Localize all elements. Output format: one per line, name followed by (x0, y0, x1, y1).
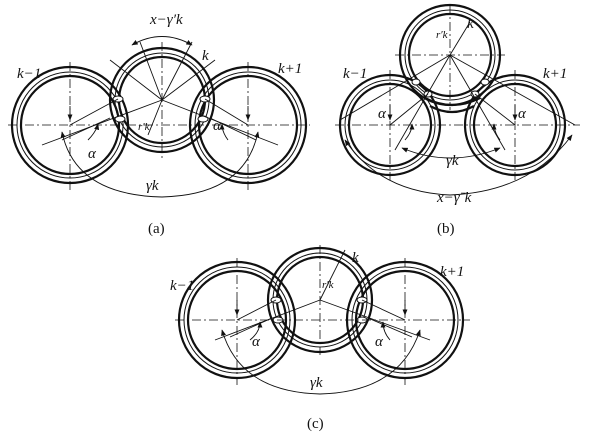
panel-a-caption: (a) (148, 221, 165, 237)
panel-b-label-bottom-angle: x−γˉk (436, 190, 472, 206)
panel-b: k k−1 k+1 r′k α α γk x−γˉk (b) (335, 3, 580, 237)
panel-c-label-left: k−1 (170, 278, 194, 294)
panel-b-label-center: k (467, 16, 474, 32)
panel-a-label-gamma: γk (146, 178, 159, 194)
panel-b-label-left: k−1 (343, 66, 367, 82)
panel-c-label-radius: r′k (322, 279, 335, 291)
panel-c-label-alpha-right: α (375, 334, 384, 350)
panel-b-bottom-angle-arc (344, 134, 573, 196)
panel-a-gamma-arc (60, 131, 260, 198)
panel-c-label-alpha-left: α (252, 334, 261, 350)
panel-a-label-center: k (202, 48, 209, 64)
panel-b-label-gamma: γk (446, 153, 459, 169)
panel-c-label-center: k (352, 250, 359, 266)
panel-a-label-alpha-right: α (213, 118, 222, 134)
panel-c: k−1 k k+1 r′k α α γk (c) (170, 245, 470, 432)
panel-c-caption: (c) (307, 416, 324, 432)
panel-c-label-right: k+1 (440, 264, 464, 280)
panel-a-label-alpha-left: α (88, 146, 97, 162)
panel-a-top-angle-arc (131, 36, 193, 46)
panel-c-label-gamma: γk (310, 375, 323, 391)
panel-b-gamma-arc (401, 147, 501, 159)
panel-a: k−1 k k+1 x−γ′k α α γk r′k (a) (8, 12, 310, 237)
panel-c-gamma-arc (221, 329, 421, 395)
panel-b-label-alpha-right: α (518, 106, 527, 122)
panel-b-label-radius: r′k (436, 29, 449, 41)
panel-b-caption: (b) (437, 221, 455, 237)
panel-a-label-top-angle: x−γ′k (149, 12, 183, 28)
panel-b-label-right: k+1 (543, 66, 567, 82)
panel-b-label-alpha-left: α (378, 106, 387, 122)
panel-a-label-radius: r′k (138, 121, 151, 133)
panel-a-label-left: k−1 (17, 66, 41, 82)
panel-a-label-right: k+1 (278, 61, 302, 77)
